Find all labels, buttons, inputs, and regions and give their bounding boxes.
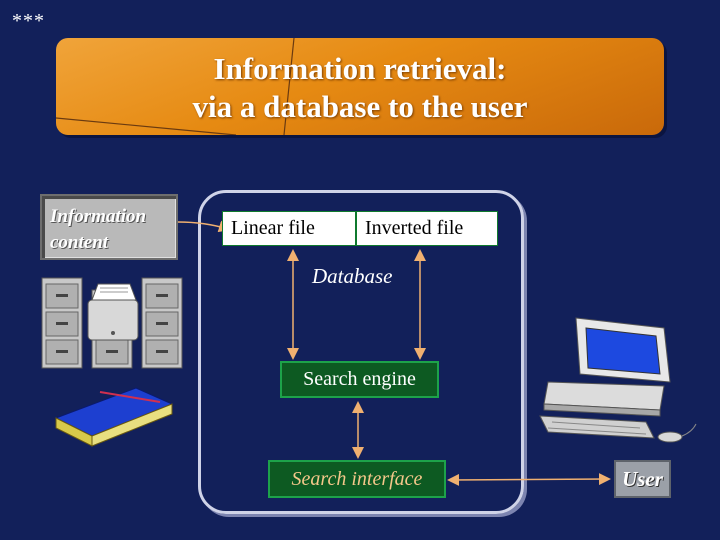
database-panel	[198, 190, 524, 514]
info-content-line-1: Information	[50, 206, 147, 227]
filing-cabinet-icon	[141, 277, 183, 369]
user-box: User	[614, 460, 671, 498]
info-content-line-2: content	[50, 232, 109, 253]
filing-cabinet-icon	[41, 277, 83, 369]
search-interface-box: Search interface	[268, 460, 446, 498]
information-content-box: Information content	[40, 194, 178, 260]
title-banner: Information retrieval: via a database to…	[56, 38, 664, 135]
banner-decoration	[56, 38, 295, 135]
linear-file-box: Linear file	[222, 211, 356, 246]
inverted-file-box: Inverted file	[356, 211, 498, 246]
arrow-interface-user	[447, 473, 611, 486]
printer-icon	[87, 283, 139, 341]
title-line-2: via a database to the user	[192, 89, 528, 124]
mouse-icon	[657, 423, 697, 443]
slide-marker: ***	[12, 10, 45, 32]
keyboard-icon	[539, 415, 655, 439]
database-label: Database	[312, 264, 393, 288]
arrow-content-to-file	[177, 220, 231, 233]
title-line-1: Information retrieval:	[213, 51, 507, 86]
page-title: Information retrieval: via a database to…	[56, 50, 664, 126]
search-engine-box: Search engine	[280, 361, 439, 398]
book-icon	[54, 387, 174, 447]
computer-icon	[543, 317, 671, 417]
